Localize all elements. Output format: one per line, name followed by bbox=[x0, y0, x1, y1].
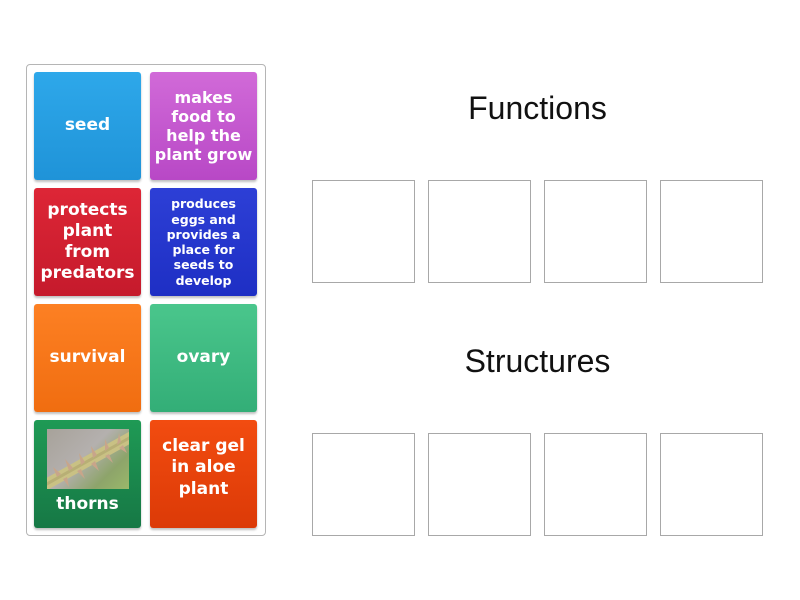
tile-survival[interactable]: survival bbox=[34, 304, 141, 412]
tile-label: clear gel in aloe plant bbox=[162, 436, 245, 499]
tile-thorns[interactable]: thorns bbox=[34, 420, 141, 528]
functions-drop-zone-2[interactable] bbox=[428, 180, 531, 283]
tile-label: survival bbox=[49, 347, 126, 368]
tile-label: produces eggs and provides a place for s… bbox=[166, 196, 241, 288]
tile-clear-gel[interactable]: clear gel in aloe plant bbox=[150, 420, 257, 528]
tile-label: seed bbox=[64, 115, 111, 136]
tile-makes-food[interactable]: makes food to help the plant grow bbox=[150, 72, 257, 180]
structures-drop-zone-2[interactable] bbox=[428, 433, 531, 536]
group-title-functions: Functions bbox=[468, 90, 607, 126]
structures-drop-zone-4[interactable] bbox=[660, 433, 763, 536]
tile-protects-plant[interactable]: protects plant from predators bbox=[34, 188, 141, 296]
structures-drop-zone-3[interactable] bbox=[544, 433, 647, 536]
functions-drop-zone-3[interactable] bbox=[544, 180, 647, 283]
tile-produces-eggs[interactable]: produces eggs and provides a place for s… bbox=[150, 188, 257, 296]
thorny-stem-image bbox=[46, 429, 129, 489]
tile-seed[interactable]: seed bbox=[34, 72, 141, 180]
tile-label: makes food to help the plant grow bbox=[154, 87, 253, 165]
tile-label: ovary bbox=[176, 347, 231, 368]
functions-drop-zone-4[interactable] bbox=[660, 180, 763, 283]
functions-drop-zone-1[interactable] bbox=[312, 180, 415, 283]
tile-label: protects plant from predators bbox=[40, 199, 135, 284]
tile-ovary[interactable]: ovary bbox=[150, 304, 257, 412]
group-title-structures: Structures bbox=[464, 343, 611, 379]
structures-drop-zone-1[interactable] bbox=[312, 433, 415, 536]
tile-label: thorns bbox=[56, 494, 119, 514]
